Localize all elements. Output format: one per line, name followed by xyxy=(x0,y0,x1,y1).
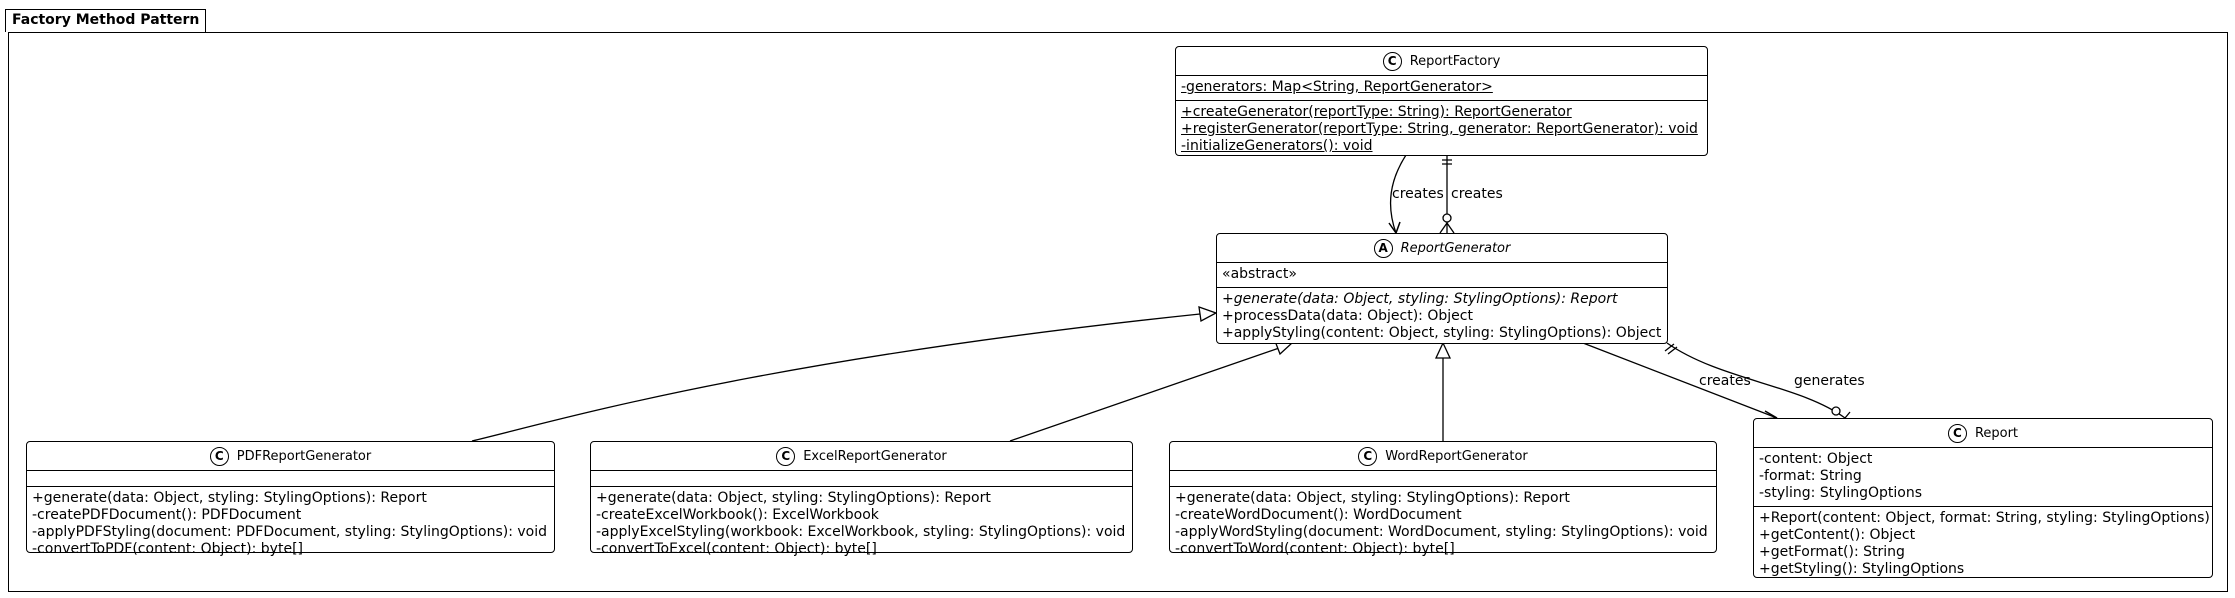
class-report-generator[interactable]: A ReportGenerator «abstract» +generate(d… xyxy=(1216,233,1668,344)
method: +generate(data: Object, styling: Styling… xyxy=(596,490,991,506)
method: -applyWordStyling(document: WordDocument… xyxy=(1175,524,1708,540)
label-generator-generates-report: generates xyxy=(1794,373,1865,389)
stereotype-section: «abstract» xyxy=(1217,262,1667,287)
method: -convertToExcel(content: Object): byte[] xyxy=(596,541,877,557)
class-header: C ExcelReportGenerator xyxy=(591,442,1132,470)
attributes-section: -content: Object -format: String -stylin… xyxy=(1754,447,2212,506)
methods-section: +generate(data: Object, styling: Styling… xyxy=(591,486,1132,562)
method: +registerGenerator(reportType: String, g… xyxy=(1181,121,1698,137)
method: -createExcelWorkbook(): ExcelWorkbook xyxy=(596,507,879,523)
attributes-section xyxy=(1170,470,1716,486)
methods-section: +generate(data: Object, styling: Styling… xyxy=(1170,486,1716,562)
method: -convertToPDF(content: Object): byte[] xyxy=(32,541,303,557)
attribute: -styling: StylingOptions xyxy=(1759,485,1923,501)
method: -convertToWord(content: Object): byte[] xyxy=(1175,541,1455,557)
method: +Report(content: Object, format: String,… xyxy=(1759,510,2210,526)
method: +createGenerator(reportType: String): Re… xyxy=(1181,104,1572,120)
class-name: ReportGenerator xyxy=(1400,240,1511,256)
class-badge-icon: C xyxy=(1358,446,1378,466)
class-excel-report-generator[interactable]: C ExcelReportGenerator +generate(data: O… xyxy=(590,441,1133,557)
method: -createWordDocument(): WordDocument xyxy=(1175,507,1462,523)
class-name: ReportFactory xyxy=(1409,53,1501,69)
class-badge-icon: C xyxy=(1382,51,1402,71)
class-header: A ReportGenerator xyxy=(1217,234,1667,262)
attribute: -generators: Map<String, ReportGenerator… xyxy=(1181,79,1493,95)
method: +generate(data: Object, styling: Styling… xyxy=(32,490,427,506)
method: +generate(data: Object, styling: Styling… xyxy=(1175,490,1570,506)
method: +getStyling(): StylingOptions xyxy=(1759,561,1965,577)
class-badge-icon: C xyxy=(209,446,229,466)
package-title: Factory Method Pattern xyxy=(12,12,200,28)
label-factory-creates-arrow: creates xyxy=(1392,186,1444,202)
class-badge-icon: C xyxy=(776,446,796,466)
abstract-badge-icon: A xyxy=(1373,238,1393,258)
class-header: C ReportFactory xyxy=(1176,47,1707,75)
attributes-section xyxy=(27,470,554,486)
method: -applyPDFStyling(document: PDFDocument, … xyxy=(32,524,548,540)
attribute: -format: String xyxy=(1759,468,1862,484)
attribute: -content: Object xyxy=(1759,451,1873,467)
class-header: C PDFReportGenerator xyxy=(27,442,554,470)
class-report-factory[interactable]: C ReportFactory -generators: Map<String,… xyxy=(1175,46,1708,156)
class-badge-icon: C xyxy=(1947,423,1967,443)
method: +processData(data: Object): Object xyxy=(1222,308,1473,324)
package-tab: Factory Method Pattern xyxy=(5,9,207,32)
class-header: C WordReportGenerator xyxy=(1170,442,1716,470)
method: +getContent(): Object xyxy=(1759,527,1916,543)
package-frame xyxy=(8,32,2228,592)
stereotype: «abstract» xyxy=(1222,266,1297,282)
class-name: ExcelReportGenerator xyxy=(803,448,947,464)
method: -initializeGenerators(): void xyxy=(1181,138,1373,154)
class-name: WordReportGenerator xyxy=(1385,448,1528,464)
class-pdf-report-generator[interactable]: C PDFReportGenerator +generate(data: Obj… xyxy=(26,441,555,557)
class-name: PDFReportGenerator xyxy=(236,448,372,464)
method: -applyExcelStyling(workbook: ExcelWorkbo… xyxy=(596,524,1126,540)
label-generator-creates-report: creates xyxy=(1699,373,1751,389)
method: -createPDFDocument(): PDFDocument xyxy=(32,507,302,523)
methods-section: +createGenerator(reportType: String): Re… xyxy=(1176,100,1707,159)
label-factory-creates-assoc: creates xyxy=(1451,186,1503,202)
methods-section: +Report(content: Object, format: String,… xyxy=(1754,506,2212,582)
class-name: Report xyxy=(1974,425,2019,441)
method: +generate(data: Object, styling: Styling… xyxy=(1222,291,1618,307)
class-word-report-generator[interactable]: C WordReportGenerator +generate(data: Ob… xyxy=(1169,441,1717,557)
method: +getFormat(): String xyxy=(1759,544,1905,560)
attributes-section: -generators: Map<String, ReportGenerator… xyxy=(1176,75,1707,100)
attributes-section xyxy=(591,470,1132,486)
class-report[interactable]: C Report -content: Object -format: Strin… xyxy=(1753,418,2213,578)
method: +applyStyling(content: Object, styling: … xyxy=(1222,325,1662,341)
methods-section: +generate(data: Object, styling: Styling… xyxy=(27,486,554,562)
methods-section: +generate(data: Object, styling: Styling… xyxy=(1217,287,1667,346)
class-header: C Report xyxy=(1754,419,2212,447)
